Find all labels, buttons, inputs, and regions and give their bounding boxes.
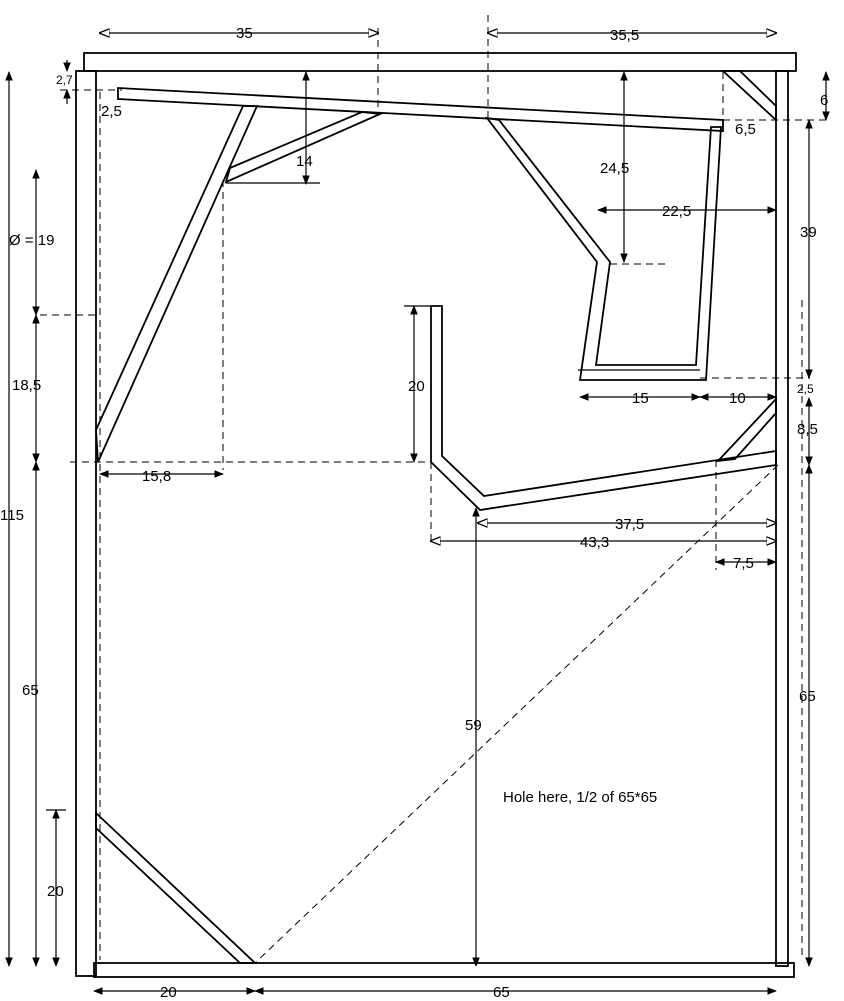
bottom-diagonal-board (95, 810, 258, 964)
dim-top-left: 35 (236, 25, 253, 42)
dim-upper-22-5: 22,5 (662, 203, 691, 220)
dim-center-20: 20 (408, 378, 425, 395)
bottom-panel (93, 962, 795, 978)
dim-left-18: 18,5 (12, 377, 41, 394)
left-diagonal-board (95, 105, 259, 463)
dim-diameter: Ø = 19 (9, 232, 54, 249)
dim-top-slope: 2,5 (101, 103, 122, 120)
dim-upper-24-5: 24,5 (600, 160, 629, 177)
upper-zigzag-board (484, 116, 722, 381)
dim-right-6: 6 (820, 92, 828, 109)
dim-left-total: 115 (0, 507, 24, 524)
hole-note: Hole here, 1/2 of 65*65 (503, 789, 657, 806)
dim-center-43-3: 43,3 (580, 534, 609, 551)
dim-bottom-20: 20 (160, 984, 177, 1001)
dim-center-37-5: 37,5 (615, 516, 644, 533)
dim-upper-15: 15 (632, 390, 649, 407)
internal-boards (95, 70, 777, 964)
right-panel (775, 70, 789, 967)
right-small-brace (715, 396, 777, 463)
dim-upper-10: 10 (729, 390, 746, 407)
top-panel (83, 52, 797, 72)
dim-bottom-65: 65 (493, 984, 510, 1001)
dim-top-right: 35,5 (610, 27, 639, 44)
dim-left-20: 20 (47, 883, 64, 900)
dim-right-39: 39 (800, 224, 817, 241)
dim-right-6-5: 6,5 (735, 121, 756, 138)
upper-brace (224, 111, 384, 184)
hole-diagonal (254, 464, 779, 964)
dim-right-2-5: 2,5 (797, 382, 814, 396)
dim-center-59: 59 (465, 717, 482, 734)
cabinet-outline (75, 52, 797, 978)
construction-lines (40, 15, 830, 964)
dim-brace-drop: 14 (296, 153, 313, 170)
dimension-lines (5, 33, 830, 995)
dim-left-15-8: 15,8 (142, 468, 171, 485)
center-board (430, 305, 777, 511)
dim-right-65: 65 (799, 688, 816, 705)
left-panel (75, 70, 97, 977)
dim-top-gap: 2,7 (56, 73, 73, 87)
dim-center-7-5: 7,5 (733, 555, 754, 572)
dim-right-8-5: 8,5 (797, 421, 818, 438)
top-sloped-board (117, 87, 724, 132)
dim-left-65: 65 (22, 682, 39, 699)
corner-brace (720, 70, 777, 123)
dimension-labels: 35 35,5 2,7 2,5 14 Ø = 19 18,5 15,8 115 … (0, 25, 828, 1001)
